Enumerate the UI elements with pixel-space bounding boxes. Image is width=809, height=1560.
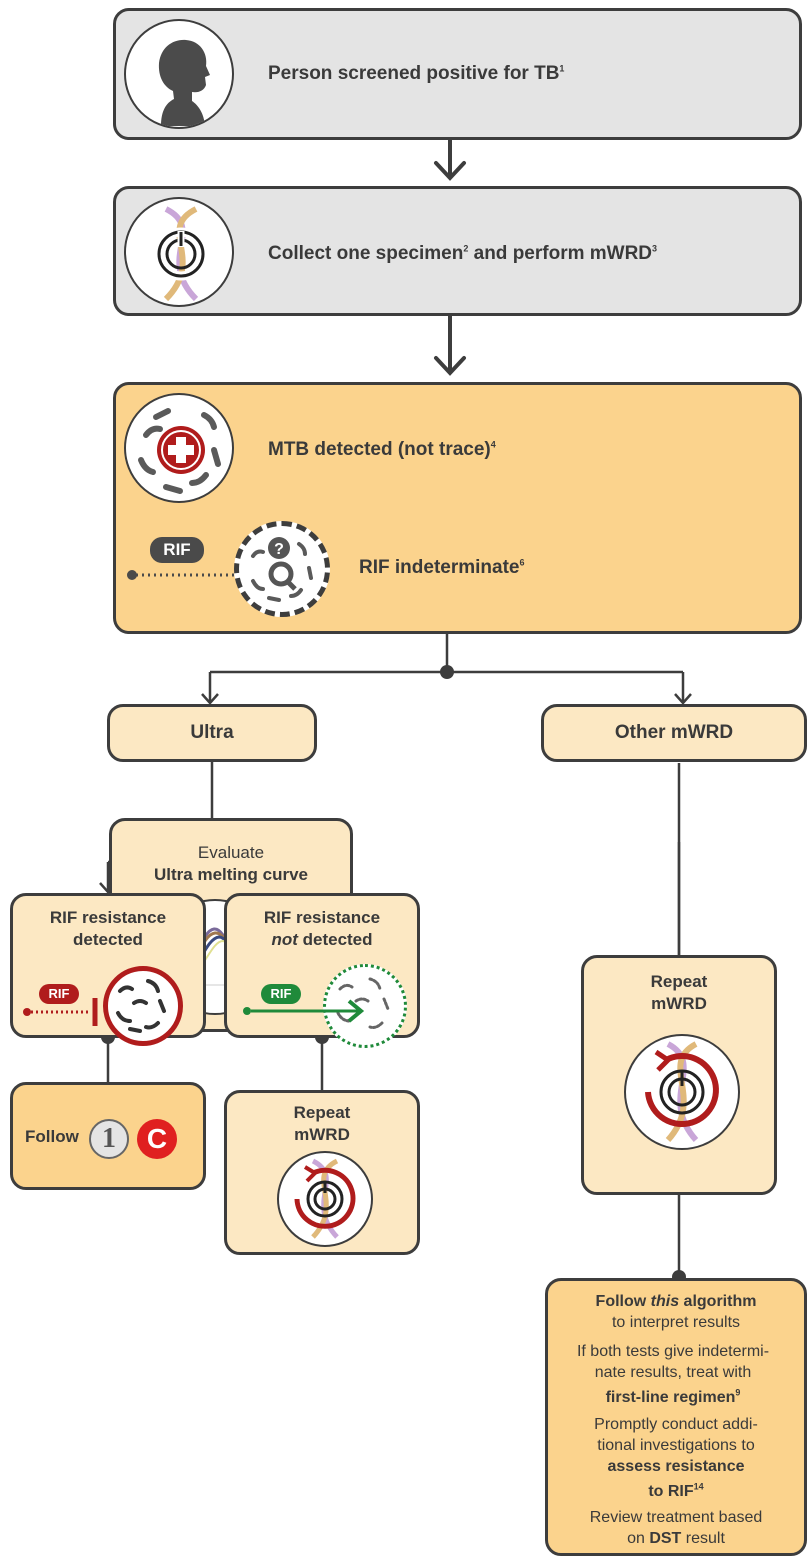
algorithm-c-badge: C [137, 1119, 177, 1159]
rif-not-detected-pill: RIF [261, 984, 301, 1004]
rif-pass-arrow [243, 999, 365, 1023]
follow-algorithm-box: Follow 1 C [10, 1082, 206, 1190]
final-instructions-box: Follow this algorithm to interpret resul… [545, 1278, 807, 1556]
mwrd-test-icon [124, 197, 234, 307]
branch-ultra: Ultra [107, 704, 317, 762]
branch-other-mwrd: Other mWRD [541, 704, 807, 762]
rif-resistance-not-detected-box: RIF resistance not detected RIF [224, 893, 420, 1048]
repeat-right-label-2: mWRD [651, 994, 707, 1013]
rif-pill: RIF [150, 537, 204, 563]
repeat-mwrd-left-box: Repeat mWRD [224, 1090, 420, 1255]
instruction-follow: Follow this algorithm to interpret resul… [595, 1293, 757, 1331]
susceptible-bacteria-icon [323, 964, 407, 1048]
rif-detected-pill: RIF [39, 984, 79, 1004]
instruction-investigate: Promptly conduct addi- tional investigat… [594, 1416, 758, 1501]
screening-text: Person screened positive for TB1 [268, 63, 565, 84]
repeat-left-label-2: mWRD [294, 1125, 350, 1144]
repeat-test-icon [277, 1151, 373, 1247]
collect-specimen-text: Collect one specimen2 and perform mWRD3 [268, 243, 658, 264]
rif-not-detected-title-1: RIF resistance [263, 908, 381, 927]
test-result-box: MTB detected (not trace)4 RIF ? RIF inde… [113, 382, 802, 634]
algorithm-1-badge: 1 [89, 1119, 129, 1159]
melting-curve-label: Ultra melting curve [154, 865, 308, 884]
algorithm-number: 1 [102, 1123, 116, 1154]
rif-not-detected-title-2: not detected [271, 930, 373, 949]
repeat-mwrd-right-box: Repeat mWRD [581, 955, 777, 1195]
rif-indeterminate-icon: ? [234, 521, 330, 617]
rif-detected-title-2: detected [73, 930, 143, 949]
repeat-right-label-1: Repeat [650, 972, 708, 991]
instruction-indeterminate: If both tests give indetermi- nate resul… [576, 1343, 770, 1407]
collect-specimen-box: Collect one specimen2 and perform mWRD3 [113, 186, 802, 316]
follow-label: Follow [25, 1127, 79, 1146]
svg-text:?: ? [274, 541, 284, 558]
branch-other-mwrd-label: Other mWRD [614, 722, 734, 743]
mtb-detected-icon [124, 393, 234, 503]
repeat-test-icon [624, 1034, 740, 1150]
mtb-detected-text: MTB detected (not trace)4 [268, 439, 496, 460]
rif-indeterminate-text: RIF indeterminate6 [359, 557, 525, 578]
rif-blocked-connector [23, 998, 98, 1026]
rif-dotted-connector [127, 570, 241, 580]
screening-box: Person screened positive for TB1 [113, 8, 802, 140]
resistant-bacteria-icon [103, 966, 183, 1046]
repeat-left-label-1: Repeat [293, 1103, 351, 1122]
algorithm-letter: C [146, 1123, 168, 1154]
rif-detected-title-1: RIF resistance [49, 908, 167, 927]
evaluate-label: Evaluate [197, 843, 265, 862]
instruction-review: Review treatment based on DST result [589, 1509, 763, 1547]
branch-ultra-label: Ultra [190, 722, 234, 743]
person-silhouette-icon [124, 19, 234, 129]
rif-resistance-detected-full: RIF resistance detected RIF [10, 893, 206, 1046]
